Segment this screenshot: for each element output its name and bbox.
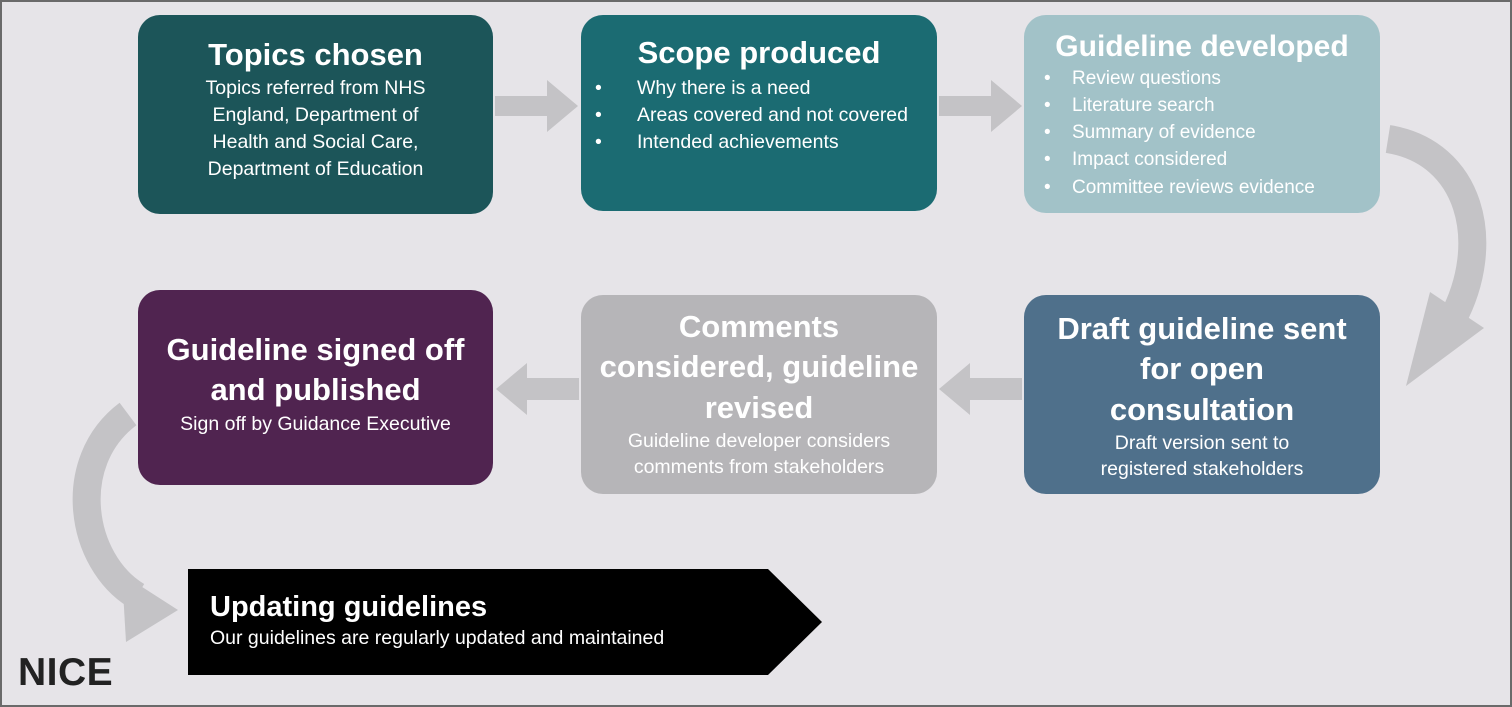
bullet-icon: • (1044, 95, 1051, 117)
bullet-icon: • (1044, 149, 1051, 171)
arrow-draft-to-comments (939, 363, 1022, 415)
step-body-line: England, Department of (212, 104, 419, 127)
list-item-text: Review questions (1072, 68, 1221, 89)
step-body-line: Sign off by Guidance Executive (180, 412, 451, 435)
bullet-icon: • (595, 104, 602, 127)
list-item: • Committee reviews evidence (1024, 174, 1380, 201)
banner-title: Updating guidelines (210, 591, 488, 623)
banner-text: Updating guidelines Our guidelines are r… (210, 589, 664, 653)
arrow-developed-to-draft-head (1406, 292, 1484, 386)
step-body-line: registered stakeholders (1100, 458, 1304, 481)
step-title-line: considered, guideline (599, 349, 919, 385)
step-body-line: Health and Social Care, (212, 131, 419, 154)
step-scope-produced: Scope produced • Why there is a need • Are… (581, 15, 937, 211)
step-title-line: and published (210, 372, 421, 408)
step-body-line: comments from stakeholders (633, 456, 885, 479)
list-item-text: Literature search (1072, 95, 1215, 117)
step-signed-off: Guideline signed off and published Sign … (138, 290, 493, 485)
step-title: Scope produced (637, 35, 881, 70)
bullet-icon: • (595, 77, 602, 100)
list-item: • Impact considered (1024, 146, 1380, 173)
list-item: • Why there is a need (581, 75, 937, 102)
bullet-icon: • (1044, 176, 1051, 198)
list-item-text: Impact considered (1072, 149, 1228, 171)
arrow-comments-to-signed (496, 363, 579, 415)
list-item: • Literature search (1024, 92, 1380, 119)
step-title: Guideline developed (1055, 30, 1349, 63)
step-comments-considered: Comments considered, guideline revised G… (581, 295, 937, 494)
step-title-line: Guideline signed off (166, 332, 465, 367)
step-bullet-list: • Why there is a need • Areas covered and … (581, 75, 937, 156)
banner-body: Our guidelines are regularly updated and… (210, 627, 665, 650)
list-item-text: Intended achievements (637, 131, 839, 154)
list-item-text: Why there is a need (637, 77, 811, 100)
arrow-scope-to-developed (939, 80, 1022, 132)
step-guideline-developed: Guideline developed • Review questions • L… (1024, 15, 1380, 213)
step-body-line: Draft version sent to (1114, 431, 1290, 454)
step-topics-chosen: Topics chosen Topics referred from NHS E… (138, 15, 493, 214)
list-item-text: Areas covered and not covered (637, 104, 909, 127)
updating-guidelines-banner: Updating guidelines Our guidelines are r… (188, 569, 822, 675)
step-body-line: Topics referred from NHS (205, 77, 426, 100)
step-bullet-list: • Review questions • Literature search • Su… (1024, 65, 1380, 201)
list-item-text: Summary of evidence (1072, 122, 1256, 144)
list-item: • Review questions (1024, 65, 1380, 92)
step-title: Topics chosen (208, 37, 423, 72)
bullet-icon: • (1044, 122, 1051, 144)
step-body-line: Guideline developer considers (627, 429, 891, 452)
arrow-developed-to-draft (1385, 125, 1487, 327)
list-item-text: Committee reviews evidence (1072, 176, 1315, 198)
banner-shape (188, 569, 822, 675)
bullet-icon: • (1044, 68, 1051, 89)
arrow-signed-to-update (72, 402, 145, 609)
step-draft-consultation: Draft guideline sent for open consultati… (1024, 295, 1380, 494)
step-title-line: consultation (1109, 391, 1295, 427)
bullet-icon: • (595, 131, 602, 154)
list-item: • Areas covered and not covered (581, 102, 937, 129)
step-title-line: Comments (678, 309, 840, 344)
arrow-topics-to-scope (495, 80, 578, 132)
list-item: • Summary of evidence (1024, 119, 1380, 146)
step-title-line: Draft guideline sent (1057, 311, 1347, 346)
step-title-line: revised (704, 389, 814, 425)
arrow-signed-to-update-head (122, 574, 178, 642)
step-title-line: for open (1140, 351, 1264, 387)
list-item: • Intended achievements (581, 129, 937, 156)
nice-logo: NICE (18, 651, 114, 694)
step-body-line: Department of Education (207, 158, 424, 181)
